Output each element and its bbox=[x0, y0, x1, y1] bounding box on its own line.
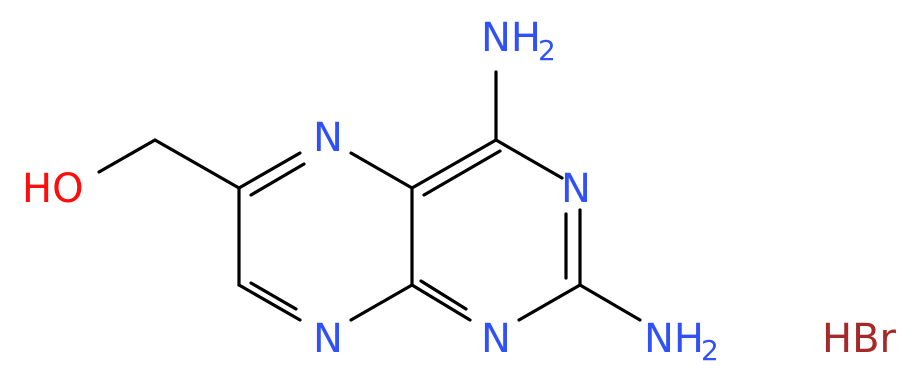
atom-n1: N bbox=[481, 316, 511, 362]
atom-amino-bottom: NH 2 bbox=[644, 316, 719, 367]
amino-bottom-main: NH bbox=[644, 316, 704, 362]
bond-n1-c8a bbox=[410, 283, 472, 322]
bond-n8-c7-inner bbox=[249, 281, 298, 311]
atom-hydroxyl: HO bbox=[22, 166, 84, 212]
bond-n5-c4a bbox=[349, 151, 414, 190]
bond-c6-ch2 bbox=[153, 138, 241, 190]
atom-n8: N bbox=[313, 316, 343, 362]
atom-amino-top: NH 2 bbox=[481, 15, 556, 67]
bond-c2-n1 bbox=[517, 283, 582, 322]
bond-c2-nh2 bbox=[578, 283, 642, 322]
atom-n3: N bbox=[561, 166, 591, 212]
atom-labels: HO N N N N NH 2 NH 2 HBr bbox=[22, 15, 897, 367]
bond-c6-n5 bbox=[237, 151, 302, 190]
bonds bbox=[97, 70, 642, 322]
bond-n1-c8a-inner bbox=[419, 279, 468, 311]
bond-n8-c7 bbox=[237, 283, 302, 322]
amino-top-subscript: 2 bbox=[538, 34, 556, 67]
bond-c4-n3 bbox=[494, 138, 564, 180]
bond-c8a-n8 bbox=[349, 283, 414, 322]
bond-c4a-c4 bbox=[410, 138, 498, 190]
bond-c6-n5-inner bbox=[249, 162, 306, 197]
salt-label: HBr bbox=[822, 316, 897, 362]
amino-top-main: NH bbox=[481, 15, 541, 61]
amino-bottom-subscript: 2 bbox=[701, 334, 719, 367]
atom-n5: N bbox=[313, 115, 343, 161]
bond-ch2-o bbox=[97, 138, 157, 174]
bond-c4a-c4-inner bbox=[422, 149, 502, 197]
